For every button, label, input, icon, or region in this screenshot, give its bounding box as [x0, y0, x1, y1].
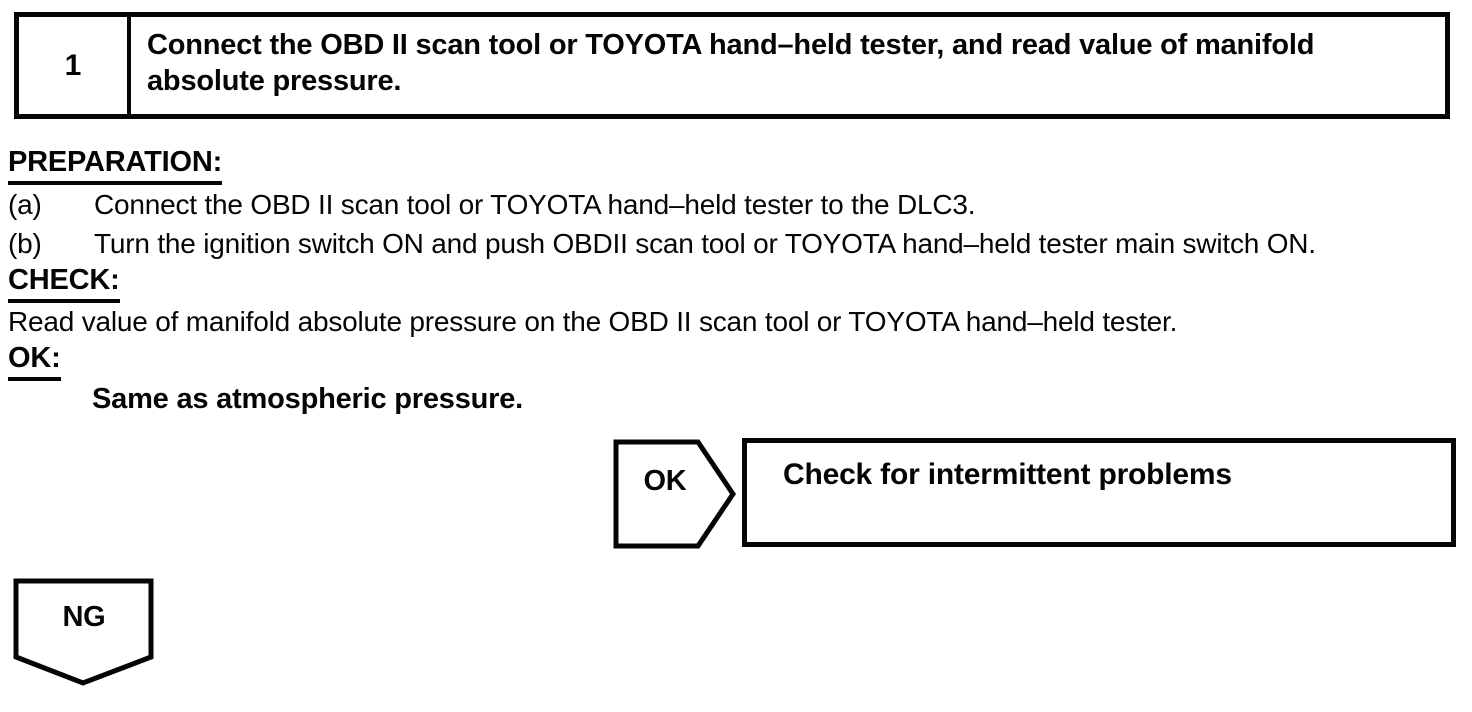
preparation-heading-label: PREPARATION:	[8, 146, 222, 185]
step-number: 1	[19, 17, 131, 114]
step-header-table: 1 Connect the OBD II scan tool or TOYOTA…	[14, 12, 1450, 119]
ok-heading-label: OK:	[8, 342, 61, 381]
step-title: Connect the OBD II scan tool or TOYOTA h…	[147, 29, 1315, 97]
ok-result-text: Check for intermittent problems	[783, 458, 1232, 491]
ok-criteria-text: Same as atmospheric pressure.	[92, 383, 524, 415]
step-b-marker: (b)	[8, 228, 42, 259]
ng-connector-label: NG	[62, 600, 106, 633]
ok-connector-shape	[613, 439, 737, 549]
preparation-heading: PREPARATION:	[8, 146, 222, 185]
step-a-text: Connect the OBD II scan tool or TOYOTA h…	[94, 189, 976, 220]
check-heading-label: CHECK:	[8, 264, 120, 303]
step-b-text: Turn the ignition switch ON and push OBD…	[94, 228, 1316, 259]
ok-result-box: Check for intermittent problems	[742, 438, 1456, 547]
preparation-step-a: (a) Connect the OBD II scan tool or TOYO…	[8, 189, 976, 221]
check-text: Read value of manifold absolute pressure…	[8, 306, 1178, 337]
step-a-marker: (a)	[8, 189, 42, 220]
ok-connector-label: OK	[643, 464, 687, 497]
ng-connector-shape	[13, 578, 154, 686]
preparation-step-b: (b) Turn the ignition switch ON and push…	[8, 228, 1316, 260]
check-heading: CHECK:	[8, 264, 120, 303]
ok-heading: OK:	[8, 342, 61, 381]
